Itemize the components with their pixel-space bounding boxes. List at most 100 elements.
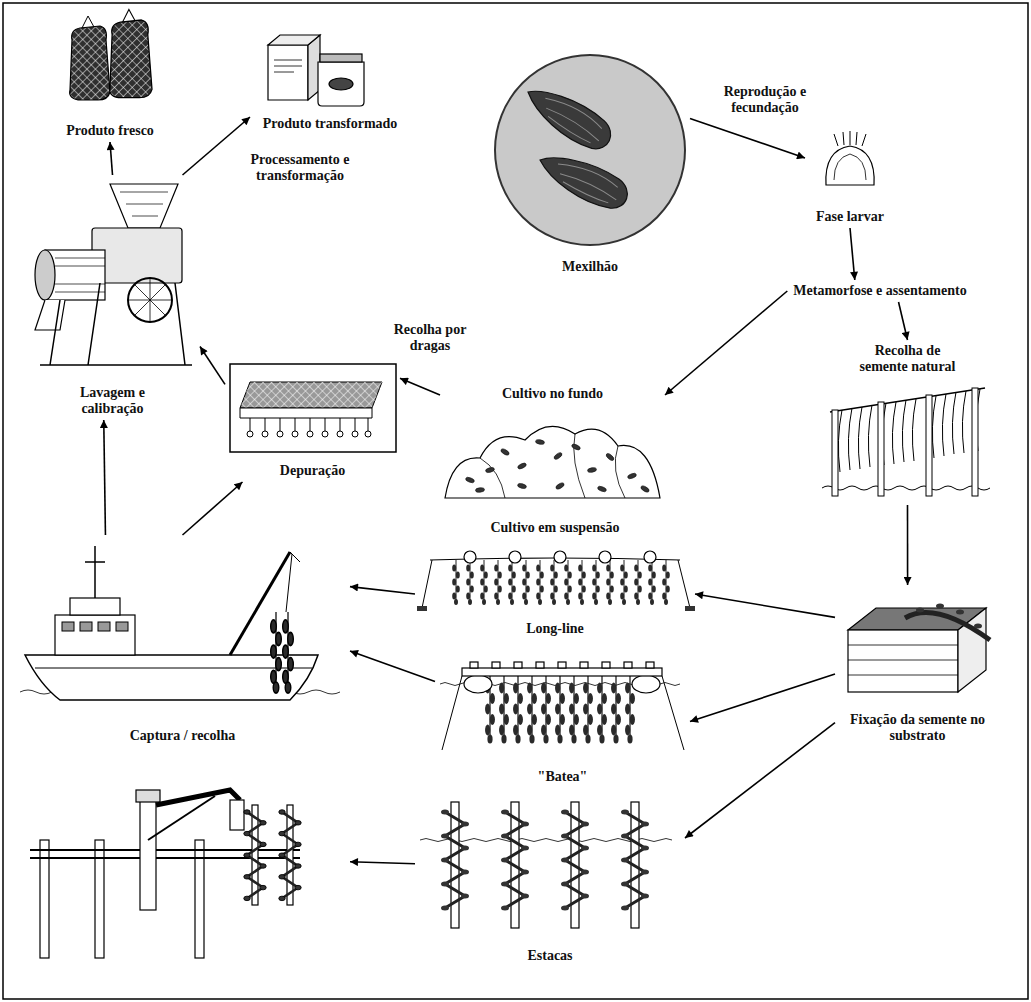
raft [442,676,684,750]
stage-node: Estacas [415,795,685,967]
raft [558,662,566,668]
long-line [509,551,521,563]
stake-harvest-crane [230,800,244,830]
arrow-label: Reprodução e fecundação [710,83,821,117]
stage-label: Lavagem e calibração [65,385,160,417]
seeding-crate [848,604,990,693]
flow-arrow [695,594,835,617]
depuration-tank [250,418,368,431]
depuration-tank [337,431,343,437]
long-line [648,560,656,605]
washing-machine [55,258,105,292]
bottom-culture-bed [500,448,510,456]
seed-collectors [838,389,980,472]
stake-harvest-crane [279,810,301,901]
stage-node: Cultivo no fundo [440,383,665,503]
long-line [550,560,558,605]
stake-harvest-crane [136,790,160,802]
stakes [621,810,649,911]
fresh-product-bags [110,20,152,98]
seeding-crate [905,612,990,640]
raft [646,662,654,668]
bottom-culture-bed [640,485,650,493]
arrow-label: Recolha por dragas [380,321,481,355]
flow-arrow [183,482,243,535]
bottom-culture-bed [597,485,607,492]
processed-product-cans [329,78,353,90]
long-line [554,551,566,563]
bottom-culture-bed [587,467,597,473]
stage-node: Depuração [225,360,400,482]
long-line [536,560,544,605]
stakes [420,802,672,928]
raft [580,662,588,668]
mussel-circle [495,55,685,245]
bottom-culture-bed [475,487,484,492]
larva [834,131,866,146]
stage-label: Estacas [527,948,572,964]
depuration-tank [240,382,382,408]
flow-arrow [350,862,415,864]
stage-label: Metamorfose e assentamento [793,283,966,299]
stakes [451,802,639,928]
flow-arrow [850,228,855,280]
mussel-circle [533,144,634,216]
long-line [464,551,656,563]
stage-node: Produto fresco [50,12,170,142]
harvest-boat [80,622,92,631]
raft [624,662,632,668]
fresh-product-bags [70,26,110,100]
stake-harvest-crane [156,790,240,805]
arrow-label: Processamento e transformação [235,151,366,185]
processed-product-cans [268,45,308,100]
long-line [644,551,656,563]
flow-arrow [400,378,440,395]
stage-node: Mexilhão [490,50,690,278]
raft [611,676,621,744]
fresh-product-bags [70,10,152,101]
long-line [634,560,642,605]
seed-collectors [972,388,978,496]
processed-product-cans [274,60,302,72]
stake-harvest-crane [30,790,301,958]
fresh-product-bags [70,16,110,100]
mussel-circle [519,77,618,157]
stage-node: Lavagem e calibração [25,175,200,420]
flow-arrow [690,674,835,721]
long-line [662,560,670,605]
raft [583,676,593,744]
fresh-product-bags [110,10,152,98]
processed-product-cans [268,35,320,45]
washing-machine [120,192,168,216]
long-line [564,560,572,605]
harvest-boat [35,668,312,669]
arrow-label-box: Reprodução e fecundação [710,83,821,117]
long-line [417,606,427,611]
raft [555,676,565,744]
washing-machine [128,278,172,322]
long-line [422,560,690,608]
depuration-tank [230,364,396,452]
long-line [578,560,586,605]
long-line [599,551,611,563]
processed-product-cans [268,35,364,106]
flow-arrow [665,291,787,395]
stage-label: Recolha de semente natural [850,343,965,375]
depuration-tank [307,431,313,437]
seed-collectors [822,388,990,496]
harvest-boat [286,552,300,612]
bottom-culture-bed [445,426,660,498]
stage-label: Captura / recolha [130,728,236,744]
bottom-culture-bed [571,443,581,451]
fresh-product-bags [82,16,94,28]
processed-product-cans [318,62,364,106]
raft [536,662,544,668]
washing-machine [35,300,65,330]
raft [464,675,492,693]
washing-machine [128,278,172,322]
washing-machine [35,184,192,365]
larva [834,154,866,180]
mussel-circle [533,144,634,216]
flow-arrow [200,347,225,385]
